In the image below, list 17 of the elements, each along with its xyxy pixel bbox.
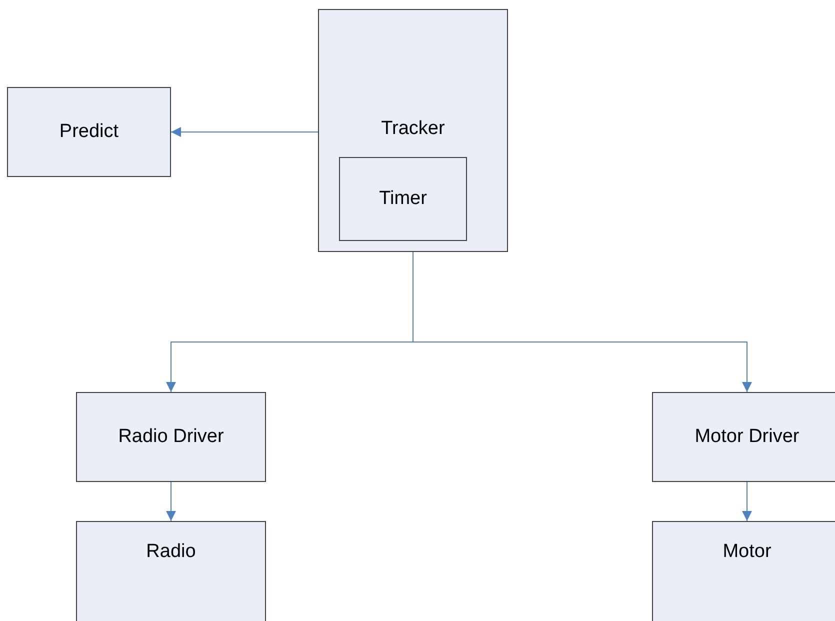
process-box bbox=[652, 521, 835, 621]
node-label: Timer bbox=[378, 187, 428, 211]
process-box bbox=[7, 87, 171, 177]
node-label: Radio Driver bbox=[117, 425, 225, 449]
node-label: Radio bbox=[145, 540, 197, 564]
arrow bbox=[742, 482, 752, 522]
node-label: Tracker bbox=[380, 117, 446, 141]
process-box bbox=[76, 521, 266, 621]
node-label: Motor bbox=[722, 540, 772, 564]
process-box bbox=[652, 392, 835, 482]
node-label: Predict bbox=[58, 120, 120, 144]
node-label: Motor Driver bbox=[694, 425, 800, 449]
arrow bbox=[170, 127, 318, 137]
process-box bbox=[318, 9, 508, 252]
process-box bbox=[76, 392, 266, 482]
sub-process-box bbox=[339, 157, 467, 241]
arrow bbox=[166, 482, 176, 522]
